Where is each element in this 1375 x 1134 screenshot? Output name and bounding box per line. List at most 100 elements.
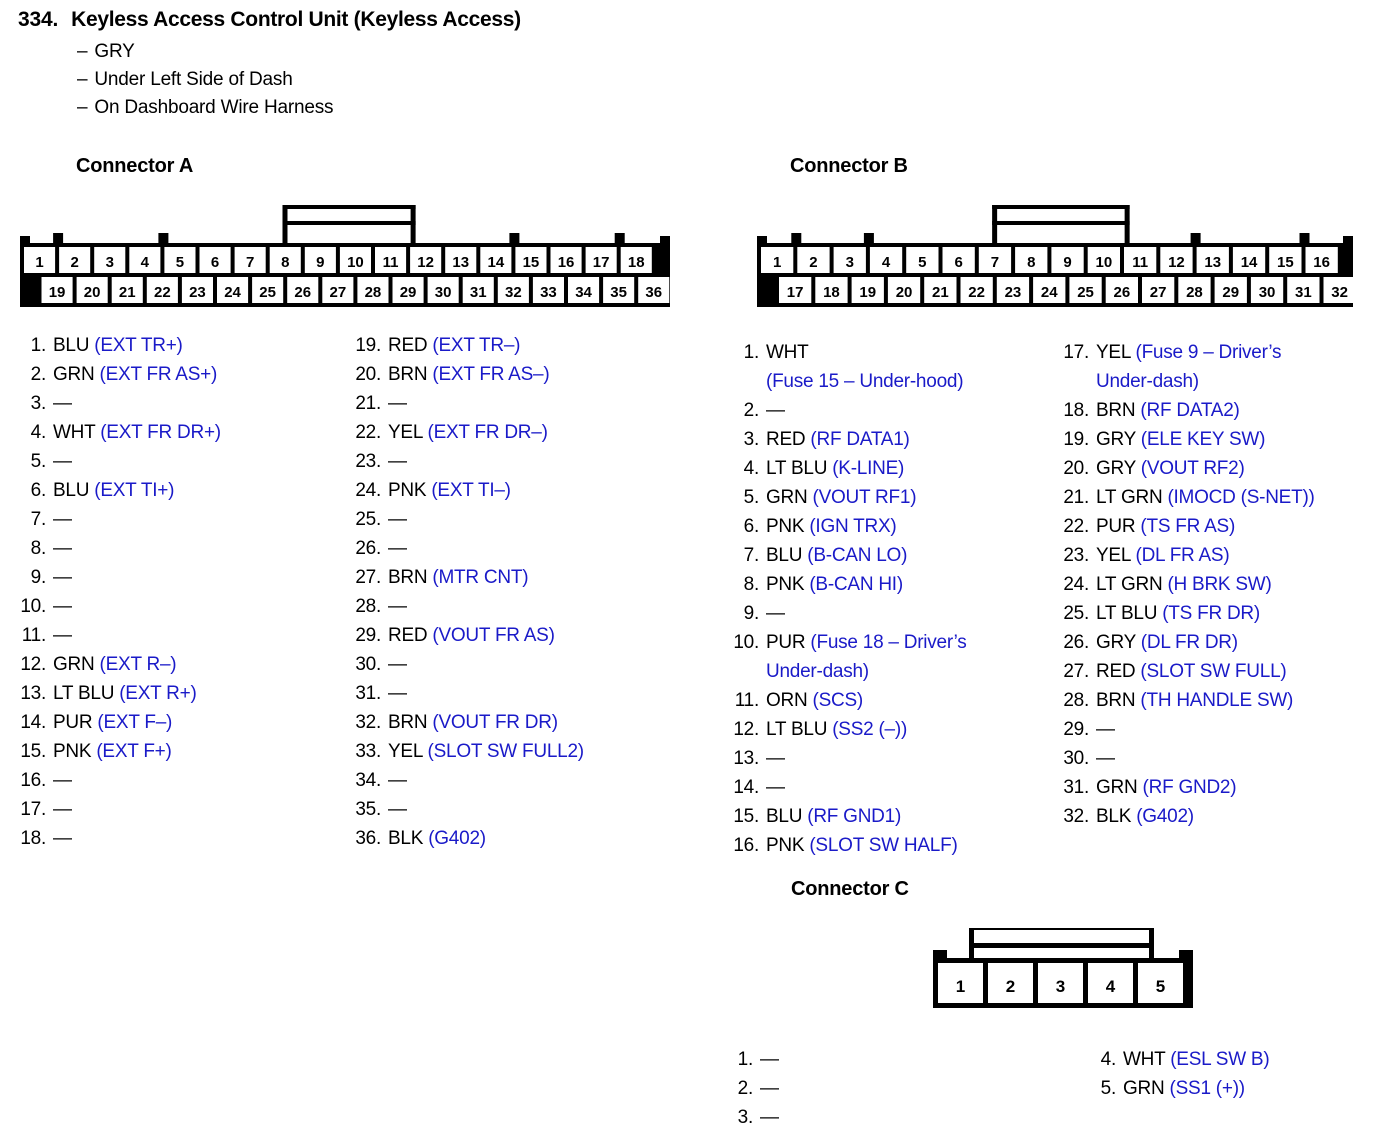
pin-number: 1. xyxy=(743,342,760,363)
shell-part xyxy=(1051,247,1084,273)
pin-entry: 30.— xyxy=(355,650,584,679)
signal-name: (EXT FR DR+) xyxy=(100,422,221,443)
signal-name: (EXT R+) xyxy=(119,683,197,704)
pin-number: 25. xyxy=(1063,603,1089,624)
pin-body: — xyxy=(388,389,407,418)
note-text: GRY xyxy=(94,41,135,62)
pin-body: — xyxy=(766,744,785,773)
shell-part xyxy=(158,233,169,243)
pin-number-label: 4 xyxy=(882,254,891,271)
shell-part xyxy=(234,247,266,273)
pin-number: 17. xyxy=(20,799,46,820)
wire-color: GRN xyxy=(1096,777,1138,798)
pin-entry: 1.BLU (EXT TR+) xyxy=(20,331,221,360)
component-notes: –GRY –Under Left Side of Dash –On Dashbo… xyxy=(77,38,521,122)
connector-a-pin-list-left: 1.BLU (EXT TR+)2.GRN (EXT FR AS+)3.—4.WH… xyxy=(20,331,221,853)
shell-part xyxy=(287,277,319,303)
signal-name: (EXT TR+) xyxy=(94,335,183,356)
pin-number: 3. xyxy=(743,429,760,450)
shell-part xyxy=(41,277,73,303)
pin-number-label: 3 xyxy=(1056,977,1065,996)
pin-number-label: 31 xyxy=(1295,284,1312,301)
pin-number-label: 8 xyxy=(1027,254,1035,271)
pin-number-label: 5 xyxy=(1156,977,1165,996)
signal-name: (SCS) xyxy=(812,690,864,711)
wire-color: LT BLU xyxy=(766,458,828,479)
pin-number-label: 29 xyxy=(1222,284,1239,301)
shell-part xyxy=(410,247,442,273)
wire-color: — xyxy=(53,509,72,530)
wire-color: — xyxy=(388,654,407,675)
signal-name-continuation: Under-dash) xyxy=(1096,371,1199,392)
pin-number-label: 12 xyxy=(1168,254,1185,271)
wire-color: — xyxy=(388,596,407,617)
signal-name: (Fuse 18 – Driver’s xyxy=(810,632,967,653)
pin-body: BLU (B-CAN LO) xyxy=(766,541,907,570)
signal-name: (EXT FR DR–) xyxy=(427,422,548,443)
pin-number-label: 7 xyxy=(991,254,999,271)
wire-color: PUR xyxy=(1096,516,1136,537)
pin-entry: 15.PNK (EXT F+) xyxy=(20,737,221,766)
pin-body: GRN (RF GND2) xyxy=(1096,773,1237,802)
shell-part xyxy=(660,236,670,246)
pin-number-label: 23 xyxy=(189,284,206,301)
shell-part xyxy=(992,205,1130,209)
pin-number-label: 21 xyxy=(119,284,136,301)
page-title: Keyless Access Control Unit (Keyless Acc… xyxy=(71,8,521,31)
pin-body: PNK (EXT F+) xyxy=(53,737,172,766)
pin-number: 16. xyxy=(20,770,46,791)
pin-number: 32. xyxy=(1063,806,1089,827)
pin-number: 6. xyxy=(743,516,760,537)
shell-part xyxy=(815,277,848,303)
pin-body: GRN (VOUT RF1) xyxy=(766,483,917,512)
shell-part xyxy=(863,233,874,243)
wire-color: GRN xyxy=(53,654,95,675)
pin-number: 11. xyxy=(734,690,760,711)
pin-entry: 17.— xyxy=(20,795,221,824)
wire-color: — xyxy=(388,451,407,472)
pin-number-label: 32 xyxy=(505,284,522,301)
shell-part xyxy=(1069,277,1102,303)
pin-number: 1. xyxy=(737,1049,754,1070)
shell-part xyxy=(339,247,371,273)
pin-number-label: 18 xyxy=(628,254,645,271)
pin-body: — xyxy=(53,824,72,853)
pin-number-label: 29 xyxy=(400,284,417,301)
pin-body: WHT xyxy=(766,338,809,367)
pin-body: — xyxy=(53,447,72,476)
shell-part xyxy=(53,233,64,243)
note-item: –GRY xyxy=(77,38,521,66)
pin-number: 10. xyxy=(733,632,759,653)
signal-name-continuation: Under-dash) xyxy=(766,661,869,682)
signal-name: (VOUT RF1) xyxy=(812,487,917,508)
wire-color: — xyxy=(1096,719,1115,740)
shell-part xyxy=(978,247,1012,273)
shell-part xyxy=(550,247,582,273)
title-row: 334. Keyless Access Control Unit (Keyles… xyxy=(18,8,521,32)
wire-color: PNK xyxy=(53,741,92,762)
pin-number: 28. xyxy=(355,596,381,617)
shell-part xyxy=(1124,247,1157,273)
pin-number-label: 19 xyxy=(49,284,66,301)
shell-part xyxy=(24,247,56,273)
pin-entry: 4.LT BLU (K-LINE) xyxy=(733,454,967,483)
pin-number-label: 2 xyxy=(809,254,817,271)
pin-body: PUR (TS FR AS) xyxy=(1096,512,1235,541)
wire-color: GRN xyxy=(53,364,95,385)
pin-entry: 29.— xyxy=(1063,715,1315,744)
wire-color: RED xyxy=(766,429,806,450)
shell-part xyxy=(1305,247,1338,273)
shell-part xyxy=(462,277,494,303)
pin-body: — xyxy=(53,534,72,563)
note-text: Under Left Side of Dash xyxy=(94,69,293,90)
pin-number-label: 31 xyxy=(470,284,487,301)
pin-number: 20. xyxy=(1063,458,1089,479)
pin-number-label: 28 xyxy=(1186,284,1203,301)
pin-entry: 18.— xyxy=(20,824,221,853)
pin-entry: 21.— xyxy=(355,389,584,418)
signal-name: (EXT FR AS+) xyxy=(99,364,218,385)
pin-number-label: 20 xyxy=(84,284,101,301)
component-number: 334. xyxy=(18,8,59,31)
wire-color: WHT xyxy=(1123,1049,1166,1070)
